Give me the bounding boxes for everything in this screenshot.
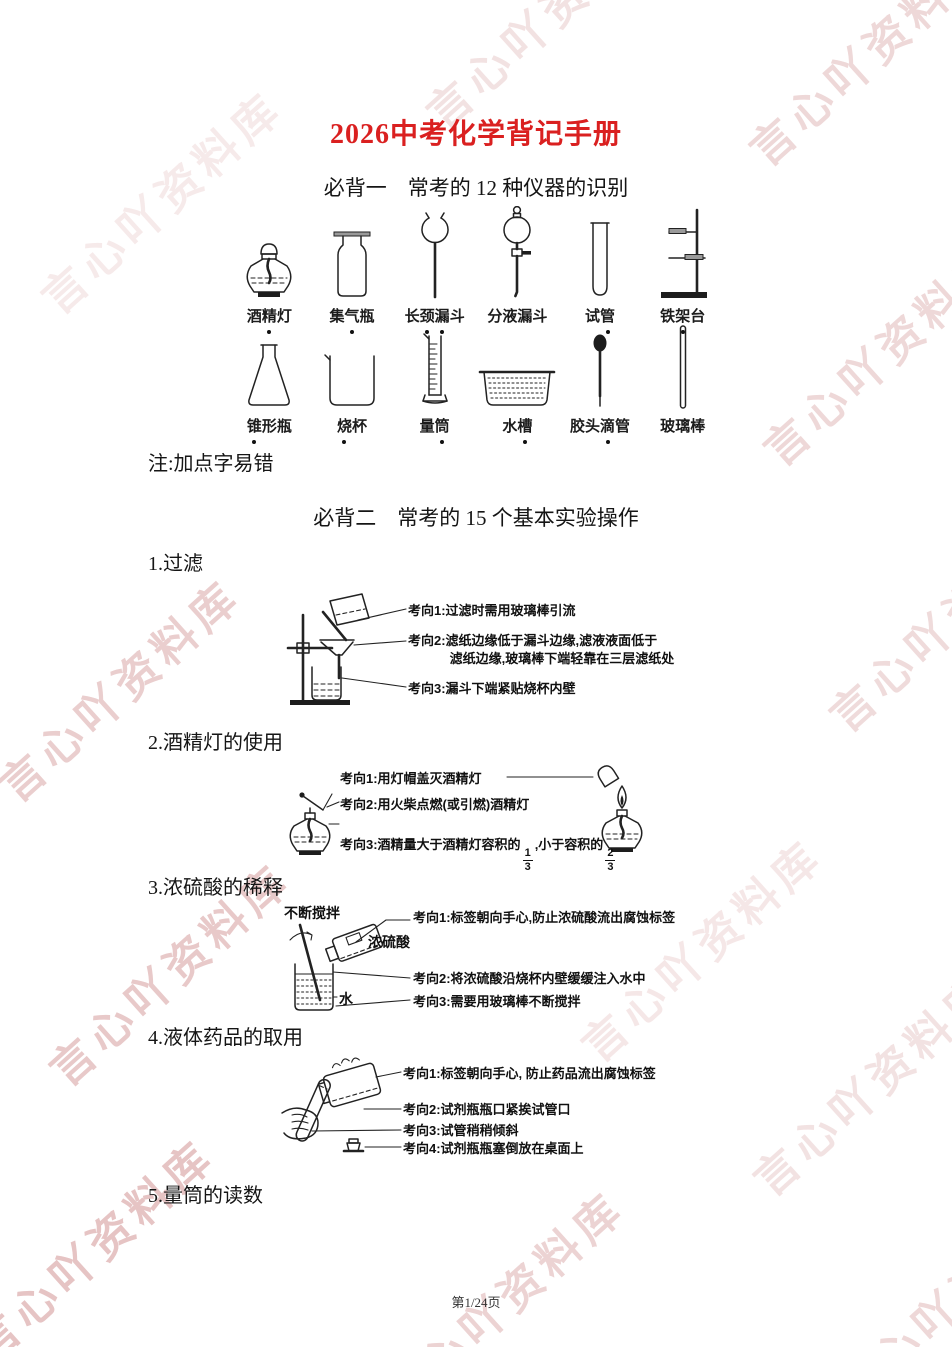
instrument-item: 锥形瓶 (228, 322, 311, 436)
beaker-icon (323, 322, 381, 410)
instrument-label: 水槽 (502, 415, 532, 436)
match (299, 792, 333, 811)
instrument-label: 分液漏斗 (487, 309, 548, 325)
exam-point: 考向1:用灯帽盖灭酒精灯 (340, 771, 482, 786)
page-number: 第1/24页 (451, 1295, 501, 1310)
note-text: 注:加点字易错 (148, 453, 274, 475)
exam-point: 考向1:标签朝向手心, 防止药品流出腐蚀标签 (403, 1066, 656, 1081)
water-beaker (294, 963, 334, 1011)
iron-stand-icon (655, 204, 711, 300)
instrument-label: 量筒 (420, 415, 450, 436)
instrument-label: 胶头滴管 (570, 415, 630, 436)
instrument-label: 烧杯 (337, 415, 367, 436)
exam-point: 考向4:试剂瓶瓶塞倒放在桌面上 (403, 1141, 584, 1156)
measuring-cylinder-icon (420, 322, 450, 410)
water-trough-icon (478, 322, 556, 410)
stopper (342, 1138, 365, 1153)
glass-rod (298, 923, 322, 1002)
alcohol-lamp-diagram (289, 765, 643, 855)
instrument-item: 长颈漏斗 (393, 204, 476, 326)
lamp-cap (597, 765, 620, 788)
instrument-item: 铁架台 (641, 204, 724, 326)
unlit-lamp (289, 807, 331, 855)
test-tube (295, 1078, 331, 1142)
water-label: 水 (339, 991, 353, 1007)
section2-heading: 必背二 常考的 15 个基本实验操作 (313, 506, 639, 530)
instrument-item: 玻璃棒 (641, 322, 724, 436)
test-tube-icon (587, 204, 613, 300)
funnel (319, 639, 355, 680)
instrument-item: 集气瓶 (311, 204, 394, 326)
op-title-alcohol-lamp: 2.酒精灯的使用 (148, 732, 283, 754)
stir-arrow (289, 931, 313, 941)
gas-collecting-bottle-icon (329, 204, 375, 300)
acid-dilution-diagram (289, 919, 411, 1011)
exam-point: 考向3:需要用玻璃棒不断搅拌 (413, 994, 581, 1009)
filtration-figure: 考向1:过滤时需用玻璃棒引流 考向2:滤纸边缘低于漏斗边缘,滤液液面低于 滤纸边… (270, 588, 710, 713)
pouring-beaker (329, 593, 370, 626)
stir-label: 不断搅拌 (284, 905, 340, 921)
section1-heading: 必背一 常考的 12 种仪器的识别 (323, 176, 629, 200)
instrument-item: 烧杯 (311, 322, 394, 436)
reagent-bottle (317, 1057, 382, 1108)
glass-rod-icon (677, 322, 689, 410)
liquid-taking-diagram (281, 1057, 402, 1153)
instrument-item: 分液漏斗 (476, 204, 559, 326)
alcohol-lamp-icon (241, 204, 297, 300)
iron-stand (286, 613, 350, 705)
exam-point: 考向3:漏斗下端紧贴烧杯内壁 (408, 681, 576, 696)
acid-dilution-figure: 不断搅拌 浓硫酸 水 考向1:标签朝向手心,防止浓硫酸流出腐蚀标签 考向2:将浓… (280, 900, 710, 1020)
filtration-diagram (286, 593, 407, 705)
exam-point: 考向2:将浓硫酸沿烧杯内壁缓缓注入水中 (413, 971, 646, 986)
op-title-liquid-taking: 4.液体药品的取用 (148, 1027, 303, 1049)
op-title-acid-dilution: 3.浓硫酸的稀释 (148, 877, 283, 899)
instrument-label: 酒精灯 (247, 305, 292, 326)
instrument-label: 集气瓶 (329, 305, 374, 326)
exam-point: 考向2:滤纸边缘低于漏斗边缘,滤液液面低于 滤纸边缘,玻璃棒下端轻靠在三层滤纸处 (408, 633, 675, 667)
instrument-item: 水槽 (476, 322, 559, 436)
instrument-label: 试管 (585, 305, 615, 326)
instrument-item: 酒精灯 (228, 204, 311, 326)
page-title: 2026中考化学背记手册 (329, 119, 622, 150)
exam-point: 考向1:过滤时需用玻璃棒引流 (408, 603, 576, 618)
exam-point: 考向2:试剂瓶瓶口紧挨试管口 (403, 1102, 571, 1117)
instrument-item: 量筒 (393, 322, 476, 436)
acid-label: 浓硫酸 (368, 934, 410, 950)
instrument-label: 玻璃棒 (660, 419, 706, 435)
rubber-dropper-icon (591, 322, 609, 410)
lit-lamp (601, 785, 643, 852)
op-title-cylinder-reading: 5.量筒的读数 (148, 1185, 263, 1207)
liquid-taking-figure: 考向1:标签朝向手心, 防止药品流出腐蚀标签 考向2:试剂瓶瓶口紧挨试管口 考向… (280, 1055, 710, 1165)
conical-flask-icon (242, 322, 296, 410)
instrument-item: 试管 (559, 204, 642, 326)
glass-rod (321, 610, 348, 642)
instrument-item: 胶头滴管 (559, 322, 642, 436)
lower-beaker (311, 666, 342, 701)
exam-point: 考向3:试管稍稍倾斜 (403, 1123, 519, 1138)
alcohol-lamp-figure: 考向1:用灯帽盖灭酒精灯 考向2:用火柴点燃(或引燃)酒精灯 考向3:酒精量大于… (285, 758, 705, 873)
separating-funnel-icon (497, 204, 537, 300)
exam-point: 考向1:标签朝向手心,防止浓硫酸流出腐蚀标签 (413, 910, 676, 925)
instrument-label: 铁架台 (660, 305, 705, 326)
long-neck-funnel-icon (416, 204, 454, 300)
instrument-label: 长颈漏斗 (405, 305, 465, 326)
acid-bottle (324, 923, 384, 963)
instrument-label: 锥形瓶 (247, 415, 292, 436)
instrument-row-1: 酒精灯 集气瓶 长颈漏 (228, 204, 724, 326)
exam-point: 考向2:用火柴点燃(或引燃)酒精灯 (340, 797, 530, 812)
instrument-row-2: 锥形瓶 烧杯 (228, 322, 724, 436)
op-title-filtration: 1.过滤 (148, 553, 203, 575)
